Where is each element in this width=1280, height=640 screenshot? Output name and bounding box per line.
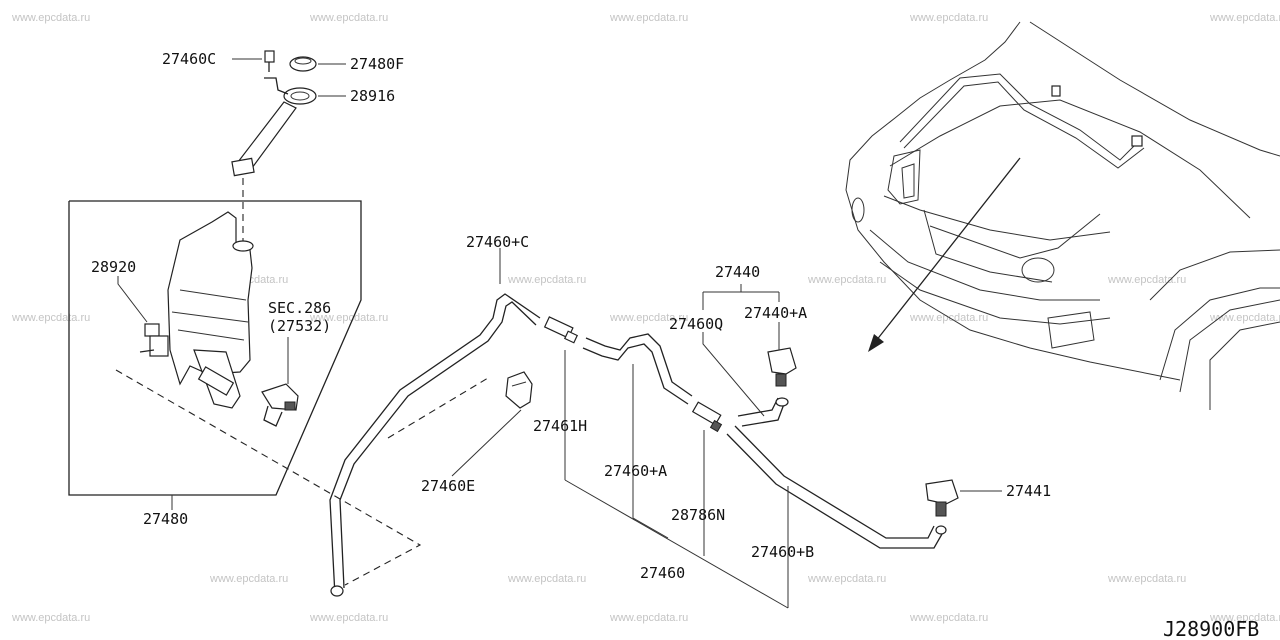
filler-neck-assembly: [231, 50, 346, 245]
label-27460plusb: 27460+B: [751, 543, 814, 561]
bolt-27460c: [264, 50, 275, 63]
watermark: www.epcdata.ru: [309, 612, 388, 624]
watermark: www.epcdata.ru: [807, 274, 886, 286]
label-27460e: 27460E: [421, 477, 475, 495]
label-27460: 27460: [640, 564, 685, 582]
watermark: www.epcdata.ru: [1209, 312, 1280, 324]
label-sec27532: (27532): [268, 317, 331, 335]
reservoir-box: [68, 200, 422, 586]
hose-27460plusa: [582, 333, 693, 518]
nozzle-27441: [925, 479, 1002, 535]
vehicle-front-illustration: [845, 21, 1280, 410]
label-27440plusa: 27440+A: [744, 304, 807, 322]
group-bracket-27460: [564, 479, 789, 609]
label-28786n: 28786N: [671, 506, 725, 524]
filler-neck-tube: [237, 101, 297, 169]
watermark: www.epcdata.ru: [209, 573, 288, 585]
watermark: www.epcdata.ru: [807, 573, 886, 585]
leader-27460q: [702, 332, 765, 417]
watermark: www.epcdata.ru: [507, 274, 586, 286]
watermark: www.epcdata.ru: [309, 312, 388, 324]
washer-tank: [167, 211, 253, 386]
seal-28916: [283, 87, 317, 105]
watermark: www.epcdata.ru: [909, 12, 988, 24]
watermark-layer: www.epcdata.ru www.epcdata.ru www.epcdat…: [11, 12, 1280, 624]
label-27460plusa: 27460+A: [604, 462, 667, 480]
label-27480: 27480: [143, 510, 188, 528]
label-27460q: 27460Q: [669, 315, 723, 333]
nozzle-27440: [702, 284, 797, 427]
watermark: www.epcdata.ru: [909, 612, 988, 624]
label-sec286: SEC.286: [268, 299, 331, 317]
watermark: www.epcdata.ru: [1209, 12, 1280, 24]
watermark: www.epcdata.ru: [609, 612, 688, 624]
watermark: www.epcdata.ru: [609, 312, 688, 324]
label-28920: 28920: [91, 258, 136, 276]
watermark: www.epcdata.ru: [1107, 573, 1186, 585]
arrowhead-icon: [868, 334, 884, 352]
label-28916: 28916: [350, 87, 395, 105]
watermark: www.epcdata.ru: [309, 12, 388, 24]
valve-28786n: [691, 401, 723, 556]
watermark: www.epcdata.ru: [11, 312, 90, 324]
pump-28920: [144, 323, 160, 337]
hose-27460plusb: [726, 425, 943, 608]
leader-27460e: [451, 409, 522, 477]
watermark: www.epcdata.ru: [609, 12, 688, 24]
label-27461h: 27461H: [533, 417, 587, 435]
watermark: www.epcdata.ru: [507, 573, 586, 585]
diagram-code: J28900FB: [1163, 617, 1259, 640]
joint-27461h: [543, 316, 579, 480]
clip-27460e: [387, 371, 533, 477]
leader-28920: [117, 276, 148, 323]
label-27440: 27440: [715, 263, 760, 281]
watermark: www.epcdata.ru: [909, 312, 988, 324]
direction-arrow: [871, 157, 1021, 347]
label-27441: 27441: [1006, 482, 1051, 500]
hose-27460plusc: [329, 248, 541, 597]
label-27460plusc: 27460+C: [466, 233, 529, 251]
label-27460c: 27460C: [162, 50, 216, 68]
part-labels: 27460C 27480F 28916 28920 SEC.286 (27532…: [91, 50, 1051, 582]
watermark: www.epcdata.ru: [11, 12, 90, 24]
watermark: www.epcdata.ru: [1209, 612, 1280, 624]
label-27480f: 27480F: [350, 55, 404, 73]
watermark: www.epcdata.ru: [11, 612, 90, 624]
reservoir-frame: [68, 200, 362, 496]
